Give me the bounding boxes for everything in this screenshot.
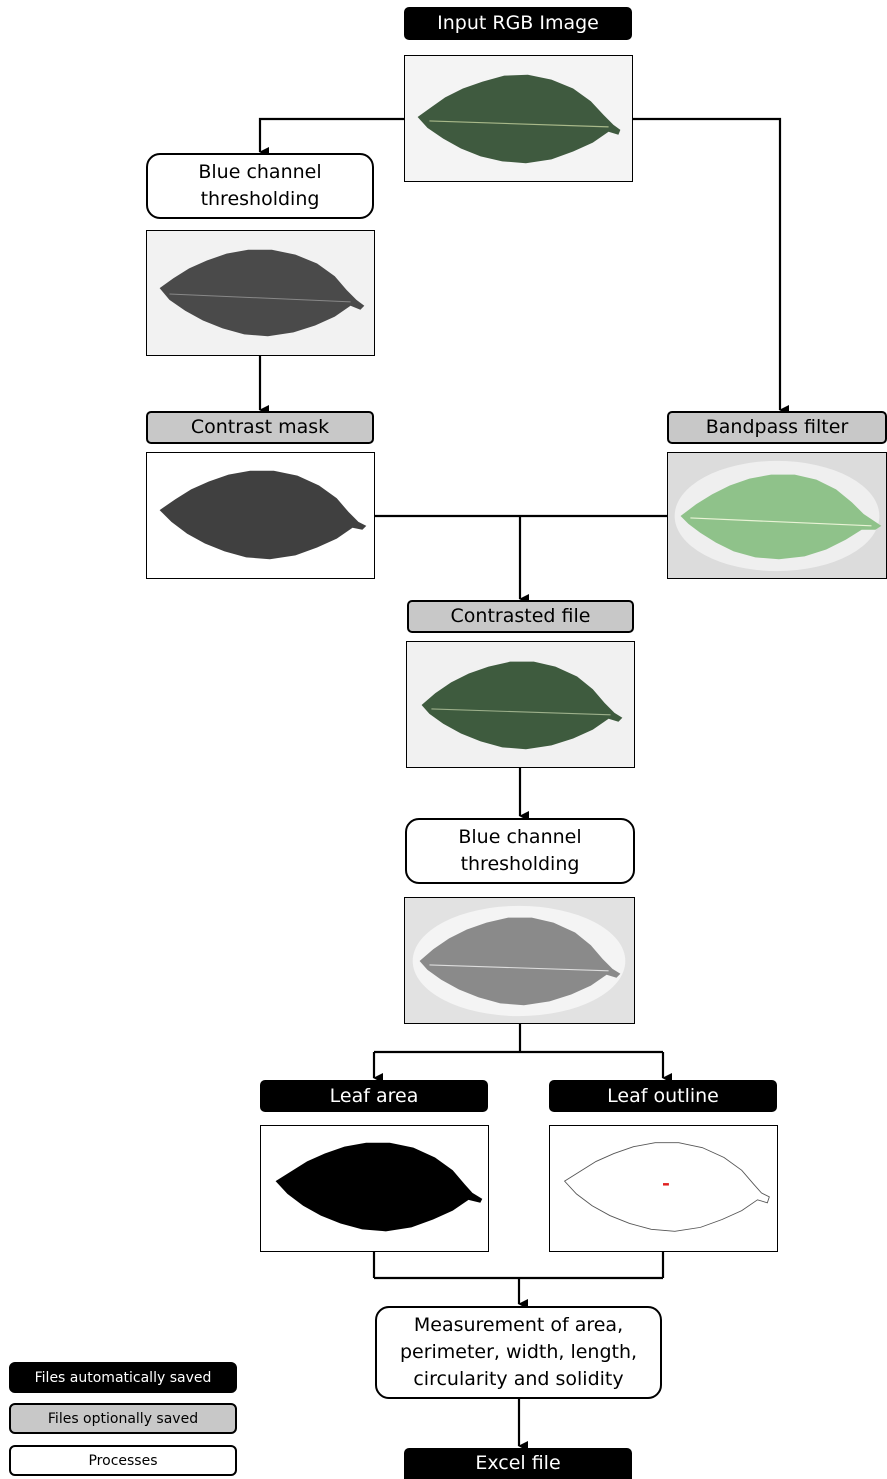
- leaf-image-contrasted: [421, 661, 623, 750]
- leaf-image-gray: [159, 249, 365, 337]
- input-rgb-image-label: Input RGB Image: [404, 7, 632, 40]
- excel-file-label: Excel file: [404, 1448, 632, 1479]
- blue-threshold-image-2: [404, 897, 635, 1024]
- arrow-input-to-blue1: [258, 117, 404, 157]
- contrasted-file-label: Contrasted file: [407, 600, 634, 633]
- blue-threshold-image-1: [146, 230, 375, 356]
- legend-files-automatically-saved: Files automatically saved: [9, 1362, 237, 1393]
- leaf-area-label: Leaf area: [260, 1080, 488, 1112]
- leaf-outline-label: Leaf outline: [549, 1080, 777, 1112]
- contrast-mask-label: Contrast mask: [146, 411, 374, 444]
- legend-files-optionally-saved: Files optionally saved: [9, 1403, 237, 1434]
- leaf-silhouette-black: [275, 1142, 483, 1232]
- leaf-image-green: [417, 74, 621, 164]
- leaf-area-image: [260, 1125, 489, 1252]
- leaf-image-grayscale-texture: [412, 905, 626, 1017]
- blue-channel-thresholding-2: Blue channel thresholding: [405, 818, 635, 884]
- measurement-process: Measurement of area, perimeter, width, l…: [375, 1306, 662, 1399]
- contrast-mask-image: [146, 452, 375, 579]
- leaf-outline-image: [549, 1125, 778, 1252]
- legend-processes: Processes: [9, 1445, 237, 1476]
- arrow-input-to-bandpass: [633, 117, 789, 415]
- contrasted-file-image: [406, 641, 635, 768]
- leaf-mask-dark: [159, 470, 367, 560]
- blue-channel-thresholding-1: Blue channel thresholding: [146, 153, 374, 219]
- bandpass-filter-image: [667, 452, 887, 579]
- bandpass-filter-label: Bandpass filter: [667, 411, 887, 444]
- leaf-outline-drawing: [563, 1142, 770, 1232]
- input-image: [404, 55, 633, 182]
- leaf-image-light-green: [674, 460, 882, 572]
